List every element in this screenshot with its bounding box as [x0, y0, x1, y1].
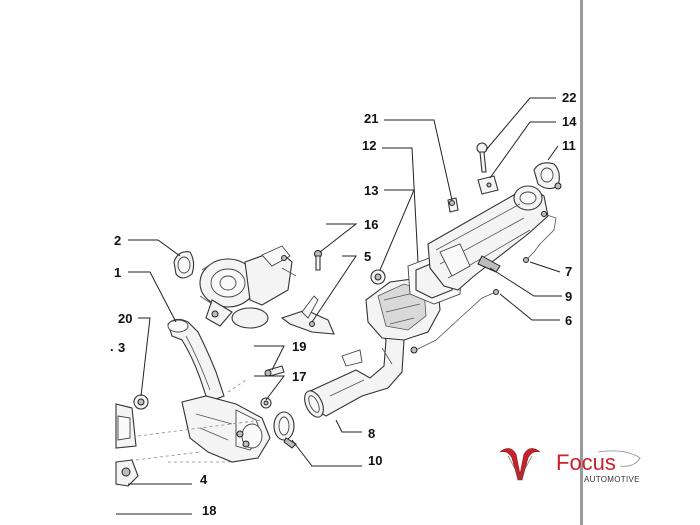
callout-2: 2: [114, 233, 121, 248]
part-14-bracket: [477, 175, 499, 195]
part-11-clamp: [533, 162, 562, 190]
callout-12: 12: [362, 138, 376, 153]
callout-20: 20: [118, 311, 132, 326]
part-17-nut: [260, 397, 272, 409]
part-4-manifold: [181, 395, 271, 463]
part-21-bolt: [447, 197, 459, 213]
callout-4: 4: [200, 472, 208, 487]
callout-18: 18: [202, 503, 216, 518]
focus-automotive-logo: Focus AUTOMOTIVE: [499, 448, 641, 484]
page-divider: [580, 0, 583, 525]
callout-22: 22: [562, 90, 576, 105]
part-20-nut: [133, 394, 149, 410]
part-13-ring: [370, 269, 386, 285]
callout-10: 10: [368, 453, 382, 468]
part-1-pipe: [167, 318, 225, 403]
part-9-dpf: [427, 185, 549, 291]
part-8-front-pipe: [304, 323, 405, 418]
part-5-bracket: [280, 295, 335, 335]
part-22-bolt: [476, 142, 488, 173]
part-7-sensor-line: [523, 211, 557, 263]
callout-6: 6: [565, 313, 572, 328]
callout-5: 5: [364, 249, 371, 264]
part-2-gasket: [173, 251, 195, 279]
logo-name: Focus: [556, 450, 616, 475]
callout-8: 8: [368, 426, 375, 441]
leader-lines: [116, 97, 562, 515]
turbocharger: [199, 245, 297, 329]
callout-17: 17: [292, 369, 306, 384]
part-6-sensor-line: [410, 289, 499, 354]
callout-21: 21: [364, 111, 378, 126]
callout-1: 1: [114, 265, 121, 280]
part-19-bolt: [264, 365, 285, 377]
callout-7: 7: [565, 264, 572, 279]
callout-9: 9: [565, 289, 572, 304]
part-10-clamp: [273, 411, 297, 449]
horns-emblem-icon: [499, 448, 541, 481]
callout-11: 11: [562, 138, 576, 153]
logo-swoosh-icon: [597, 450, 641, 467]
callout-16: 16: [364, 217, 378, 232]
callout-14: 14: [562, 114, 577, 129]
callout-3-marker: .: [110, 339, 114, 354]
part-16-bolt: [314, 250, 322, 271]
left-edge-components: [115, 379, 263, 487]
logo-tagline: AUTOMOTIVE: [584, 475, 640, 484]
callout-3: 3: [118, 340, 125, 355]
callout-19: 19: [292, 339, 306, 354]
callout-13: 13: [364, 183, 378, 198]
